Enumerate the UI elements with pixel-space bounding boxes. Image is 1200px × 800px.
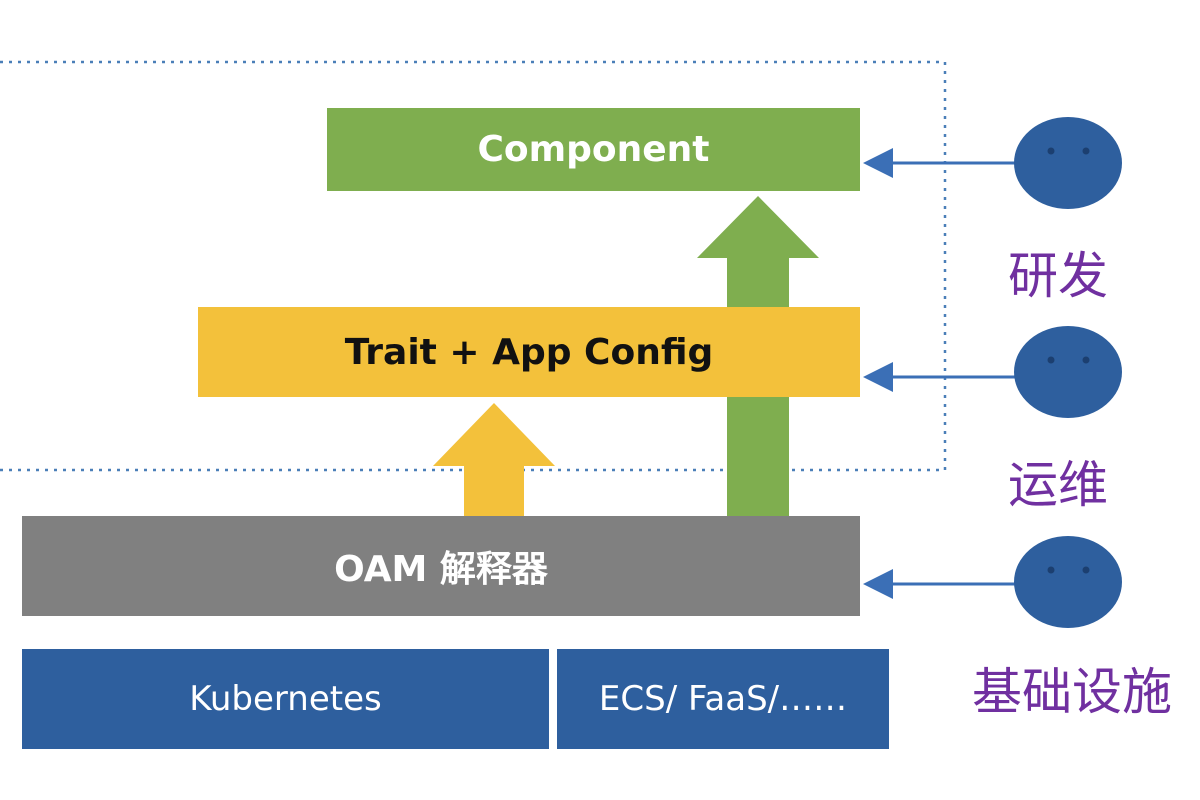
- oam-label: OAM 解释器: [334, 549, 548, 590]
- trait-layer: Trait + App Config: [198, 307, 860, 397]
- oam-interpreter-layer: OAM 解释器: [22, 516, 860, 616]
- infra-person-icon: [1014, 536, 1122, 628]
- kubernetes-label: Kubernetes: [189, 679, 382, 719]
- infra-role-label: 基础设施: [972, 663, 1172, 721]
- dev-role-label: 研发: [1008, 247, 1108, 305]
- component-label: Component: [477, 129, 710, 170]
- yellow-up-arrow: [433, 403, 555, 522]
- trait-label: Trait + App Config: [344, 331, 714, 373]
- dev-person-icon: [1014, 117, 1122, 209]
- ops-person-icon: [1014, 326, 1122, 418]
- ecs-faas-platform: ECS/ FaaS/……: [557, 649, 889, 749]
- component-layer: Component: [327, 108, 860, 191]
- ecs-label: ECS/ FaaS/……: [598, 679, 848, 719]
- ops-role-label: 运维: [1008, 456, 1108, 514]
- kubernetes-platform: Kubernetes: [22, 649, 549, 749]
